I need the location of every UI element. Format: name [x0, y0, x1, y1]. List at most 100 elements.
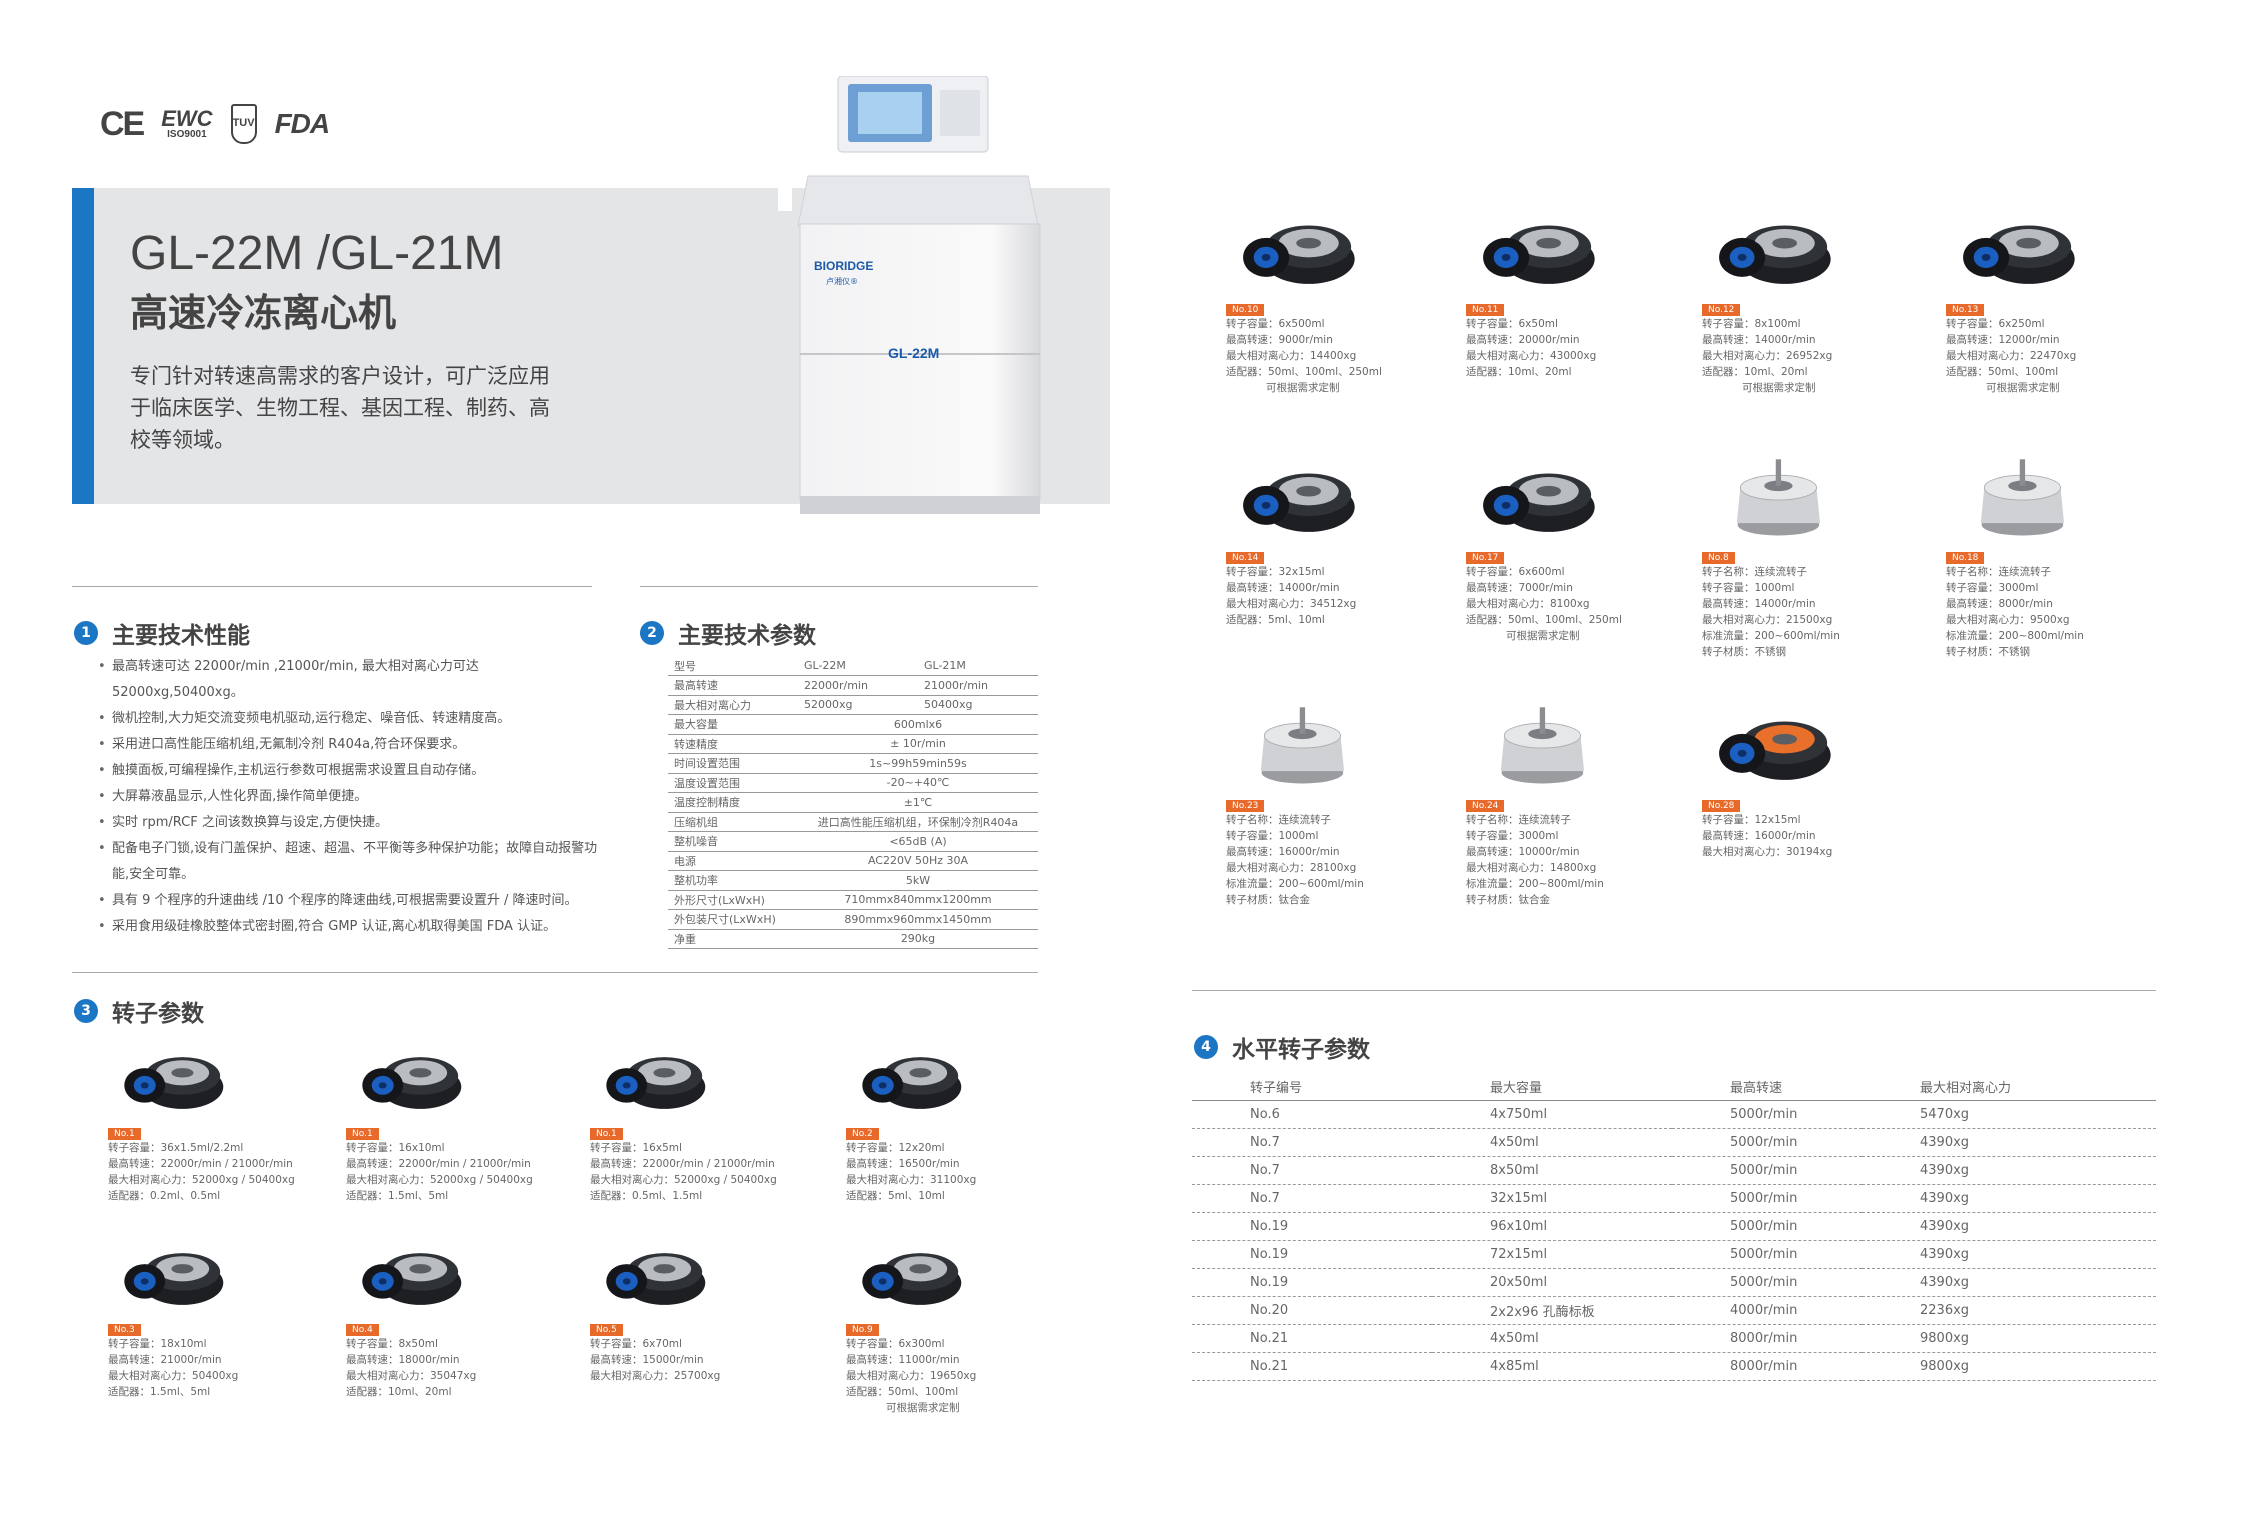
- rotor-spec-line: 最大相对离心力：30194xg: [1702, 846, 1833, 858]
- spec-row: 整机噪音<65dB (A): [668, 831, 1038, 852]
- rotor-spec-line: 最大相对离心力：26952xg: [1702, 350, 1833, 362]
- spec-value: 50400xg: [917, 695, 1038, 715]
- rotor-icon: [1963, 225, 2075, 284]
- rotor-icon: [1500, 707, 1585, 784]
- performance-item: 微机控制,大力矩交流变频电机驱动,运行稳定、噪音低、转速精度高。: [98, 706, 598, 732]
- performance-item: 采用进口高性能压缩机组,无氟制冷剂 R404a,符合环保要求。: [98, 732, 598, 758]
- rotor-spec-line: 转子材质：钛合金: [1226, 894, 1310, 906]
- rotor-spec-line: 适配器：5ml、10ml: [1226, 614, 1325, 626]
- spec-value: ± 10r/min: [798, 734, 1038, 754]
- table-cell: No.7: [1192, 1184, 1432, 1213]
- table-cell: 5000r/min: [1672, 1128, 1862, 1157]
- rotor-number-tag: No.9: [846, 1324, 879, 1336]
- spec-value: 600mlx6: [798, 714, 1038, 735]
- rotor-spec-line: 适配器：50ml、100ml: [1946, 366, 2059, 378]
- rotor-spec-line: 适配器：50ml、100ml、250ml: [1466, 614, 1622, 626]
- rotor-spec-line: 最高转速：22000r/min / 21000r/min: [346, 1158, 531, 1170]
- spec-row: 外包装尺寸(LxWxH)890mmx960mmx1450mm: [668, 909, 1038, 930]
- spec-value: <65dB (A): [798, 831, 1038, 852]
- column-header: 最大容量: [1432, 1074, 1672, 1101]
- ce-logo: CE: [100, 104, 145, 143]
- rotor-spec-line: 标准流量：200~600ml/min: [1226, 878, 1364, 890]
- table-cell: 4000r/min: [1672, 1296, 1862, 1325]
- spec-label: 最大容量: [668, 714, 798, 735]
- section1-number: 1: [74, 621, 98, 645]
- rotor-number-tag: No.1: [346, 1128, 379, 1140]
- table-cell: 5000r/min: [1672, 1184, 1862, 1213]
- table-cell: 4390xg: [1862, 1240, 2156, 1269]
- table-cell: No.19: [1192, 1268, 1432, 1297]
- table-cell: 9800xg: [1862, 1352, 2156, 1381]
- rotor-number-tag: No.12: [1702, 304, 1741, 316]
- rotor-spec-line: 转子容量：12x20ml: [846, 1142, 945, 1154]
- rotor-icon: [1243, 473, 1355, 532]
- rotor-spec-line: 最高转速：14000r/min: [1702, 598, 1816, 610]
- rotor-spec-line: 最高转速：10000r/min: [1466, 846, 1580, 858]
- rotor-number-tag: No.10: [1226, 304, 1265, 316]
- table-cell: No.21: [1192, 1324, 1432, 1353]
- rotor-icon: [362, 1253, 462, 1305]
- spec-value: 进口高性能压缩机组，环保制冷剂R404a: [798, 812, 1038, 832]
- column-header: 最高转速: [1672, 1074, 1862, 1101]
- rotor-spec-line: 最大相对离心力：28100xg: [1226, 862, 1357, 874]
- column-header: 转子编号: [1192, 1074, 1432, 1101]
- spec-value: 21000r/min: [917, 675, 1038, 696]
- spec-value: 290kg: [798, 929, 1038, 949]
- performance-item: 大屏幕液晶显示,人性化界面,操作简单便捷。: [98, 784, 598, 810]
- rotor-spec-line: 最高转速：21000r/min: [108, 1354, 222, 1366]
- rotor-spec-line: 转子容量：8x50ml: [346, 1338, 438, 1350]
- rotor-icon: [606, 1057, 706, 1109]
- table-cell: 8x50ml: [1432, 1156, 1672, 1185]
- rotor-icon: [1980, 459, 2065, 536]
- table-cell: No.19: [1192, 1212, 1432, 1241]
- rotor-spec-line: 最高转速：16000r/min: [1226, 846, 1340, 858]
- table-cell: 4x750ml: [1432, 1100, 1672, 1129]
- rotor-spec-line: 最高转速：18000r/min: [346, 1354, 460, 1366]
- tuv-shield-logo: TUV: [230, 104, 257, 144]
- rotor-spec-line: 最高转速：14000r/min: [1226, 582, 1340, 594]
- rotor-spec-line: 最大相对离心力：34512xg: [1226, 598, 1357, 610]
- rotor-spec-line: 最高转速：16500r/min: [846, 1158, 960, 1170]
- rotor-spec-line: 最大相对离心力：52000xg / 50400xg: [108, 1174, 295, 1186]
- rotor-icon: [606, 1253, 706, 1305]
- spec-label: 温度控制精度: [668, 792, 798, 813]
- rotor-spec-line: 适配器：10ml、20ml: [1702, 366, 1808, 378]
- table-cell: 2236xg: [1862, 1296, 2156, 1325]
- section2-title: 2 主要技术参数: [640, 616, 816, 650]
- section1-title: 1 主要技术性能: [74, 616, 250, 650]
- spec-label: 温度设置范围: [668, 773, 798, 793]
- rotor-custom-note: 可根据需求定制: [1986, 382, 2060, 394]
- rotor-spec-line: 转子材质：不锈钢: [1702, 646, 1786, 658]
- section1-divider: [72, 586, 592, 587]
- rotor-spec-line: 转子容量：12x15ml: [1702, 814, 1801, 826]
- rotor-spec-line: 最大相对离心力：52000xg / 50400xg: [346, 1174, 533, 1186]
- table-cell: 5000r/min: [1672, 1240, 1862, 1269]
- rotor-spec-line: 转子容量：16x5ml: [590, 1142, 682, 1154]
- performance-item: 实时 rpm/RCF 之间该数换算与设定,方便快捷。: [98, 810, 598, 836]
- fda-logo: FDA: [274, 108, 331, 139]
- spec-row: 温度控制精度±1℃: [668, 792, 1038, 813]
- spec-value: -20~+40℃: [798, 773, 1038, 793]
- spec-value: 22000r/min: [798, 675, 918, 696]
- section4-number: 4: [1194, 1035, 1218, 1059]
- rotor-spec-line: 最高转速：22000r/min / 21000r/min: [108, 1158, 293, 1170]
- rotor-spec-line: 转子容量：3000ml: [1946, 582, 2039, 594]
- rotor-spec-line: 转子容量：6x600ml: [1466, 566, 1565, 578]
- brand-cn-label: 卢湘仪®: [826, 276, 858, 286]
- table-cell: 5470xg: [1862, 1100, 2156, 1129]
- performance-item: 具有 9 个程序的升速曲线 /10 个程序的降速曲线,可根据需要设置升 / 降速…: [98, 888, 598, 914]
- rotor-number-tag: No.1: [108, 1128, 141, 1140]
